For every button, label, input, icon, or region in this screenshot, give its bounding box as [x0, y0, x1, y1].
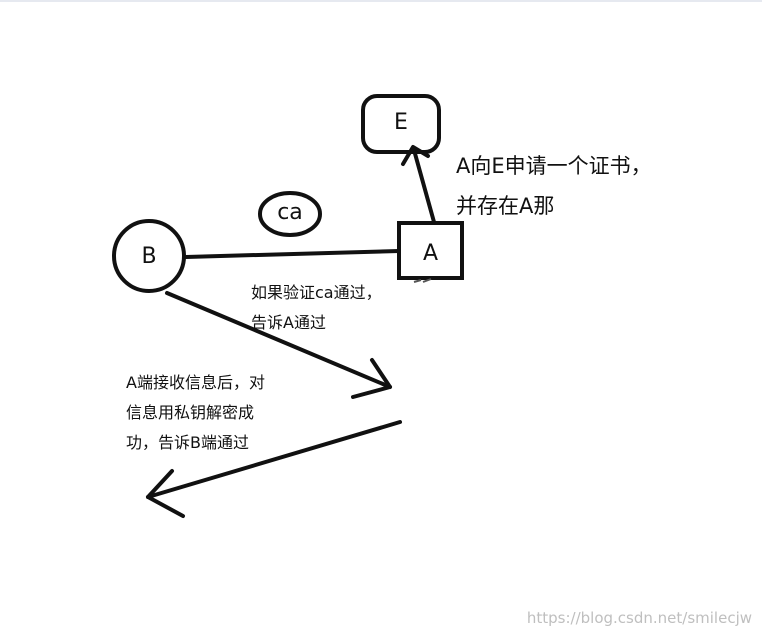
node-e-box — [361, 94, 441, 154]
node-ca-ellipse — [258, 191, 322, 237]
note-a-receive-line-2: 信息用私钥解密成 — [126, 403, 255, 422]
watermark-url: https://blog.csdn.net/smilecjw — [526, 609, 752, 627]
note-a-request: A向E申请一个证书， 并存在A那 — [456, 146, 652, 226]
arrow-return-to-b — [146, 420, 402, 518]
note-a-request-line-2: 并存在A那 — [456, 194, 555, 218]
note-a-receive: A端接收信息后，对 信息用私钥解密成 功，告诉B端通过 — [126, 368, 265, 458]
note-a-request-line-1: A向E申请一个证书， — [456, 154, 652, 178]
tick-mark — [413, 278, 432, 283]
note-verify-ca: 如果验证ca通过， 告诉A通过 — [251, 278, 382, 338]
node-b-circle — [112, 219, 186, 293]
node-a-label: A — [422, 241, 439, 266]
edge-b-a — [184, 249, 401, 259]
note-a-receive-line-3: 功，告诉B端通过 — [126, 433, 249, 452]
top-border — [0, 0, 762, 2]
note-verify-ca-line-1: 如果验证ca通过， — [251, 283, 382, 302]
node-b-label: B — [141, 244, 157, 269]
node-ca-label: ca — [277, 200, 303, 225]
note-verify-ca-line-2: 告诉A通过 — [251, 313, 326, 332]
arrow-a-to-e — [401, 145, 436, 224]
arrow-b-to-right — [165, 291, 392, 399]
node-e-label: E — [394, 110, 408, 135]
note-a-receive-line-1: A端接收信息后，对 — [126, 373, 265, 392]
